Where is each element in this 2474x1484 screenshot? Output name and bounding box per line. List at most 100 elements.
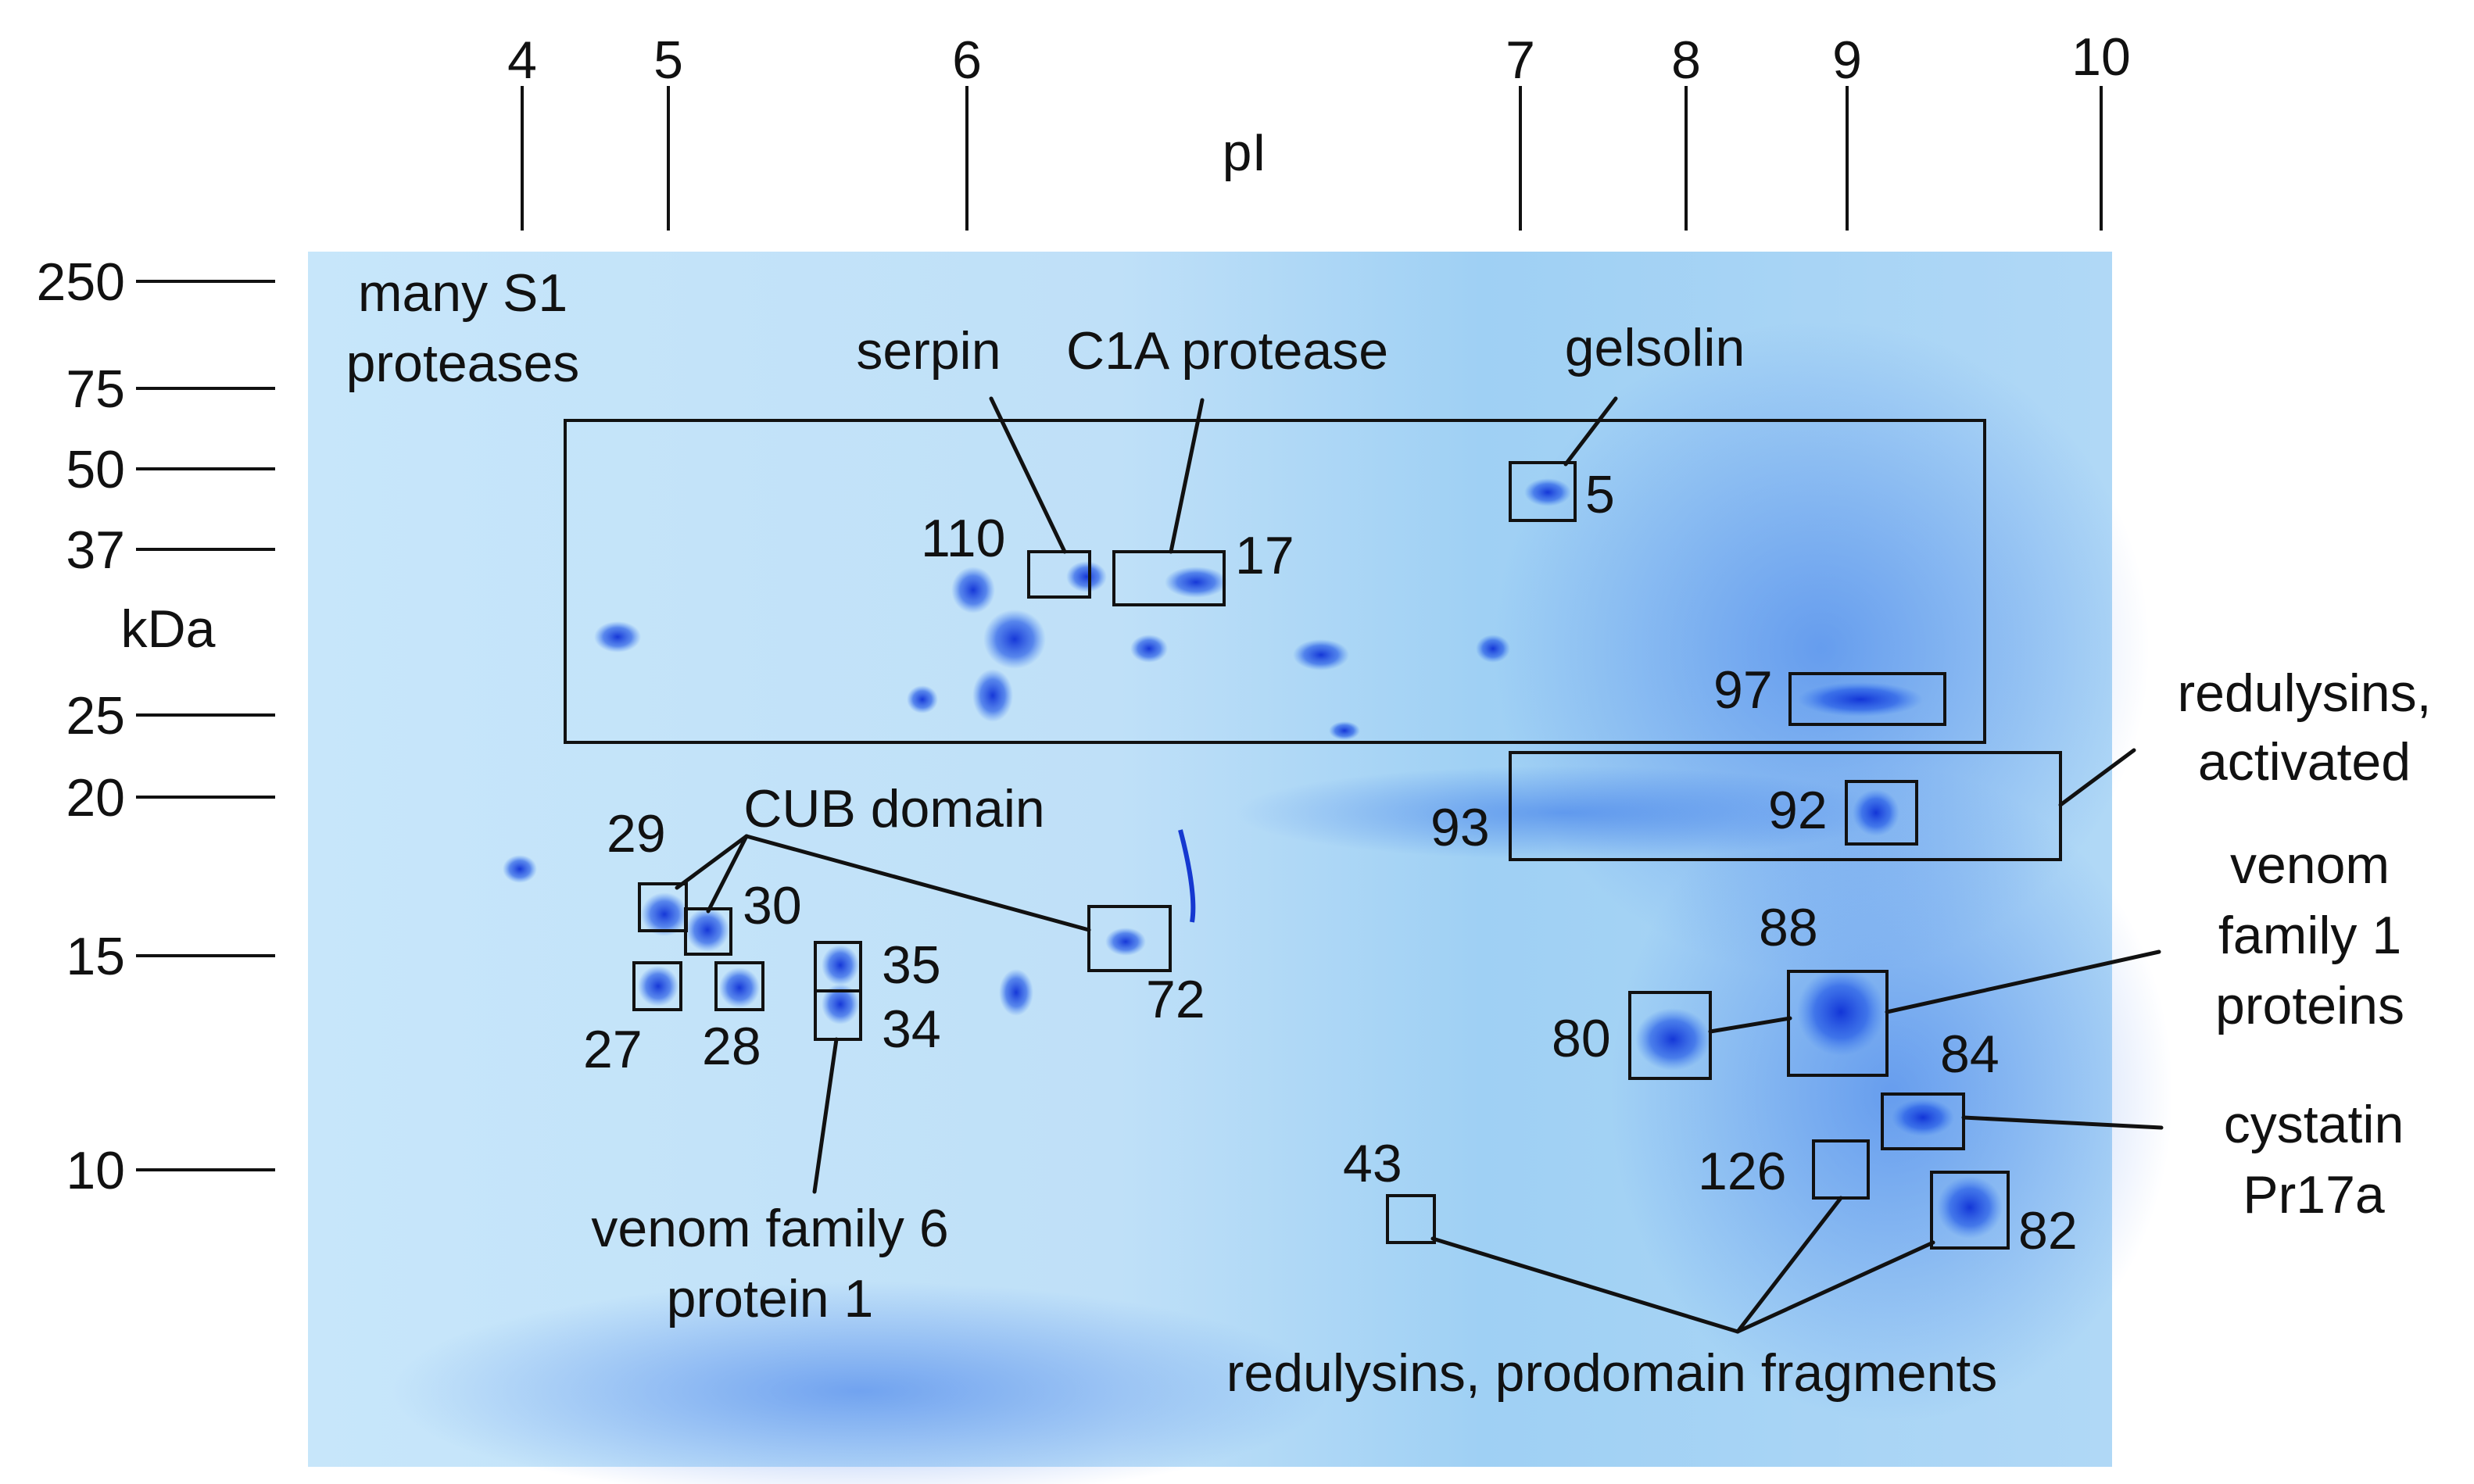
label-c1a-protease: C1A protease <box>1066 321 1388 381</box>
leader-line-prodomain-82 <box>1735 1240 1935 1334</box>
gel-spot <box>1066 561 1107 592</box>
spot-label-5: 5 <box>1585 465 1615 524</box>
kda-tick-label: 37 <box>66 520 125 580</box>
spot-labels: 5 110 17 97 93 92 29 30 27 28 35 34 72 8… <box>583 465 2078 1261</box>
spot-boxes <box>632 461 2010 1250</box>
gel-spot <box>1892 1099 1954 1136</box>
gel-spot <box>1524 478 1571 506</box>
gel-spot <box>503 855 537 883</box>
gel-spot <box>1853 789 1899 836</box>
kda-tick-label: 50 <box>66 440 125 499</box>
gel-spot <box>1937 1176 2003 1239</box>
leader-lines <box>675 396 2164 1334</box>
spot-label-88: 88 <box>1759 898 1818 957</box>
leader-line-redulysins-activated <box>2058 748 2136 807</box>
leader-line-serpin <box>989 396 1067 554</box>
spot-label-28: 28 <box>702 1017 761 1076</box>
gel-spot <box>1798 682 1923 717</box>
label-redulysins-activated-line1: redulysins, <box>2177 663 2431 723</box>
region-box-s1-proteases <box>564 419 1986 744</box>
spot-label-97: 97 <box>1713 660 1773 720</box>
kda-axis-title: kDa <box>121 599 216 659</box>
spot-label-92: 92 <box>1768 781 1828 840</box>
gel-spot <box>1105 928 1146 956</box>
kda-tick-lines <box>136 280 275 1171</box>
gel-spot <box>686 908 729 952</box>
pi-axis-title: pI <box>1223 123 1267 182</box>
spot-box-5 <box>1509 461 1577 522</box>
pi-tick-label: 10 <box>2071 27 2131 87</box>
leader-line-cub-72 <box>744 834 1091 932</box>
gel-spot <box>1293 639 1349 670</box>
leader-line-cub-30 <box>706 834 749 914</box>
gel-image <box>308 252 2173 1484</box>
gel-spot <box>719 967 760 1008</box>
spot-label-82: 82 <box>2018 1201 2078 1261</box>
kda-tick-label: 25 <box>66 686 125 746</box>
spot-label-27: 27 <box>583 1020 643 1079</box>
leader-line-venom6 <box>812 1037 839 1194</box>
kda-tick-label: 15 <box>66 927 125 986</box>
gel-spot <box>822 984 859 1024</box>
leader-line-gelsolin <box>1563 396 1618 467</box>
label-venom-family-6-line2: protein 1 <box>667 1269 874 1328</box>
kda-tick-label: 75 <box>66 359 125 419</box>
label-venom-family-1-line3: proteins <box>2215 976 2404 1035</box>
spot-label-30: 30 <box>743 876 802 935</box>
leader-line-prodomain-126 <box>1735 1196 1843 1334</box>
spot-label-43: 43 <box>1343 1134 1402 1193</box>
label-cub-domain: CUB domain <box>743 779 1045 839</box>
gel-haze <box>391 1282 1329 1484</box>
leader-line-venom1 <box>1885 949 2161 1014</box>
spot-label-80: 80 <box>1552 1009 1611 1068</box>
leader-line-c1a <box>1169 398 1205 554</box>
kda-tick-label: 20 <box>66 768 125 828</box>
gel-spot <box>822 945 859 985</box>
gel-spot <box>1797 968 1885 1056</box>
gel-haze <box>1235 766 1892 860</box>
pi-tick-lines <box>521 86 2103 231</box>
leader-line-prodomain-43 <box>1430 1236 1740 1334</box>
spot-label-35: 35 <box>882 935 941 995</box>
gel-spot <box>1635 1008 1710 1071</box>
spot-box-82 <box>1930 1171 2010 1250</box>
gel-spot <box>638 966 678 1007</box>
leader-line-cystatin <box>1961 1115 2164 1130</box>
kda-tick-label: 10 <box>66 1141 125 1200</box>
label-gelsolin: gelsolin <box>1565 318 1745 377</box>
pi-tick-label: 7 <box>1506 30 1535 90</box>
pi-tick-label: 6 <box>952 30 982 90</box>
label-venom-family-1-line2: family 1 <box>2218 906 2401 965</box>
pi-tick-label: 5 <box>653 30 683 90</box>
label-redulysins-activated-line2: activated <box>2198 732 2411 792</box>
spot-box-27 <box>632 961 682 1011</box>
gel-spot <box>1130 635 1168 663</box>
spot-label-34: 34 <box>882 999 941 1059</box>
spot-label-17: 17 <box>1235 526 1294 585</box>
pi-tick-label: 8 <box>1671 30 1701 90</box>
label-serpin: serpin <box>856 321 1001 381</box>
spot-box-80 <box>1628 991 1712 1080</box>
gel-spot <box>1476 635 1510 663</box>
spot-label-29: 29 <box>607 804 666 864</box>
spot-box-110 <box>1027 550 1091 599</box>
spot-label-126: 126 <box>1698 1142 1786 1201</box>
gel-spot <box>983 610 1046 669</box>
spot-box-28 <box>714 961 764 1011</box>
spot-label-72: 72 <box>1146 970 1205 1029</box>
pi-tick-label: 9 <box>1832 30 1862 90</box>
spot-box-43 <box>1386 1194 1436 1244</box>
spot-box-92 <box>1845 780 1918 846</box>
spot-box-84 <box>1881 1092 1965 1150</box>
spot-box-97 <box>1788 672 1946 726</box>
gel-spot <box>641 892 688 936</box>
spot-label-110: 110 <box>921 509 1005 568</box>
label-many-s1-proteases-line1: many S1 <box>358 263 567 323</box>
gel-spot <box>999 969 1033 1016</box>
gel-artifact-streak <box>1178 829 1196 923</box>
spot-box-88 <box>1787 970 1889 1077</box>
gel-spot <box>972 669 1013 722</box>
annotation-labels: many S1 proteases serpin C1A protease ge… <box>346 263 2432 1403</box>
label-many-s1-proteases-line2: proteases <box>346 334 580 393</box>
